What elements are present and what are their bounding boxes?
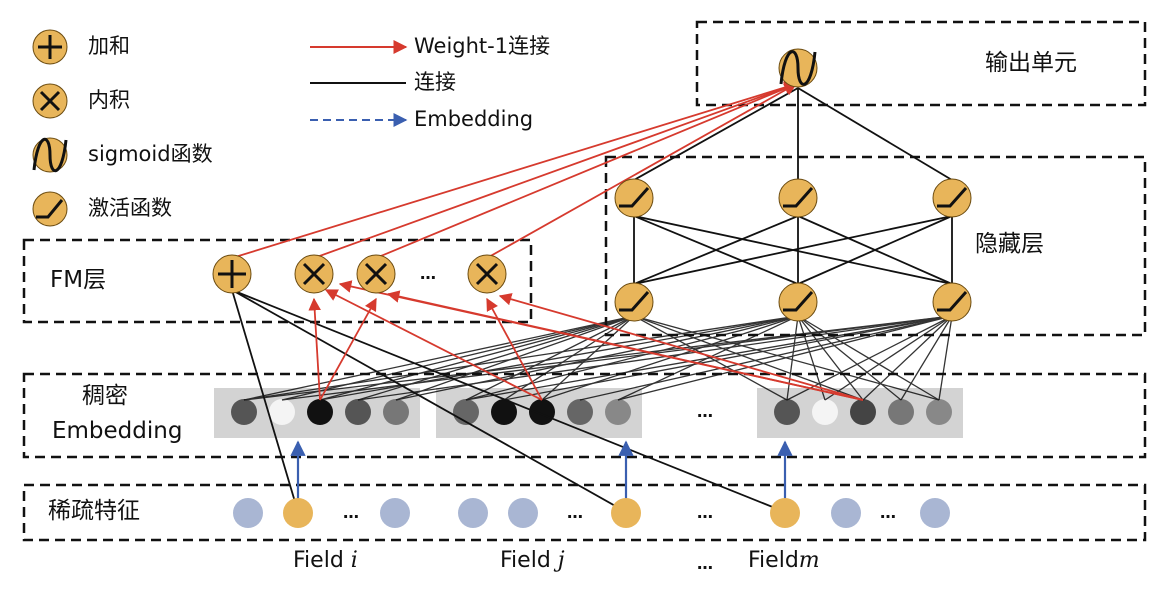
embedding-unit bbox=[345, 399, 371, 425]
embedding-unit bbox=[850, 399, 876, 425]
legend-activation-label: 激活函数 bbox=[88, 196, 172, 220]
sigmoid-icon bbox=[32, 137, 68, 173]
output-node bbox=[778, 48, 818, 88]
activation-icon bbox=[783, 291, 814, 312]
hidden-node bbox=[932, 178, 972, 218]
embedding-unit bbox=[231, 399, 257, 425]
sparse-ellipsis: … bbox=[567, 503, 583, 522]
field-ellipsis: … bbox=[697, 554, 713, 573]
field-prefix: Field bbox=[293, 548, 344, 573]
legend-add-label: 加和 bbox=[88, 34, 130, 58]
hidden-node bbox=[932, 282, 972, 322]
embedding-unit bbox=[888, 399, 914, 425]
sparse-feature bbox=[508, 498, 538, 528]
sparse-feature bbox=[380, 498, 410, 528]
sigmoid-icon bbox=[779, 50, 817, 86]
hidden-node bbox=[614, 178, 654, 218]
add-icon bbox=[38, 35, 62, 59]
sparse-ellipsis: … bbox=[343, 503, 359, 522]
sparse-nodes bbox=[233, 498, 950, 528]
embedding-unit bbox=[307, 399, 333, 425]
dense-label-line1: 稠密 bbox=[82, 383, 128, 409]
sparse-feature-active bbox=[770, 498, 800, 528]
field-index: j bbox=[557, 548, 565, 573]
field-prefix: Field bbox=[500, 548, 551, 573]
hidden-node bbox=[614, 282, 654, 322]
legend-connection-label: 连接 bbox=[414, 70, 456, 94]
add-icon bbox=[218, 260, 246, 288]
embedding-unit bbox=[605, 399, 631, 425]
legend-sigmoid-label: sigmoid函数 bbox=[88, 142, 213, 166]
sparse-feature bbox=[920, 498, 950, 528]
fm-layer-label: FM层 bbox=[50, 267, 107, 293]
legend-embedding-label: Embedding bbox=[414, 107, 534, 131]
embedding-unit bbox=[383, 399, 409, 425]
embedding-unit bbox=[269, 399, 295, 425]
fm-inner-product-node bbox=[467, 254, 507, 294]
activation-icon bbox=[783, 187, 814, 208]
hidden-node bbox=[778, 282, 818, 322]
weight1-connections bbox=[231, 81, 864, 401]
embedding-ellipsis: … bbox=[697, 402, 713, 421]
field-prefix: Field bbox=[748, 548, 799, 573]
legend-inner-product-label: 内积 bbox=[88, 88, 130, 112]
field-index: m bbox=[798, 548, 820, 573]
inner-product-icon bbox=[39, 90, 61, 112]
activation-icon bbox=[36, 199, 64, 219]
activation-icon bbox=[937, 291, 968, 312]
hidden-layer-box bbox=[604, 155, 1147, 337]
hidden-layer-label: 隐藏层 bbox=[975, 231, 1044, 257]
dense-embedding-box bbox=[22, 372, 1147, 459]
fm-nodes bbox=[212, 254, 507, 294]
embedding-unit bbox=[926, 399, 952, 425]
dense-label-line2: Embedding bbox=[52, 418, 183, 444]
hidden-layer-connections bbox=[633, 215, 953, 285]
embedding-unit bbox=[812, 399, 838, 425]
field-index: i bbox=[350, 548, 358, 573]
sparse-feature bbox=[831, 498, 861, 528]
activation-icon bbox=[619, 291, 650, 312]
sparse-feature-label: 稀疏特征 bbox=[48, 498, 140, 524]
inner-product-icon bbox=[302, 262, 326, 286]
fm-ellipsis: … bbox=[420, 264, 436, 283]
sparse-ellipsis: … bbox=[697, 503, 713, 522]
sparse-feature-active bbox=[283, 498, 313, 528]
activation-icon bbox=[619, 187, 650, 208]
embedding-unit bbox=[491, 399, 517, 425]
legend bbox=[32, 29, 408, 227]
sparse-feature-box bbox=[22, 483, 1147, 542]
embedding-arrows bbox=[290, 440, 793, 500]
embedding-unit bbox=[529, 399, 555, 425]
inner-product-icon bbox=[475, 262, 499, 286]
hidden-node bbox=[778, 178, 818, 218]
sparse-feature-active bbox=[611, 498, 641, 528]
sparse-to-add-connections bbox=[231, 289, 786, 513]
activation-icon bbox=[937, 187, 968, 208]
hidden-to-output-connections bbox=[633, 87, 953, 181]
field-j-label: Field j bbox=[500, 550, 565, 572]
fm-add-node bbox=[212, 254, 252, 294]
field-i-label: Field i bbox=[293, 550, 358, 572]
field-m-label: Fieldm bbox=[748, 550, 820, 572]
embedding-unit bbox=[774, 399, 800, 425]
sparse-feature bbox=[233, 498, 263, 528]
inner-product-icon bbox=[364, 262, 388, 286]
sparse-ellipsis: … bbox=[880, 503, 896, 522]
embedding-to-hidden-connections bbox=[243, 315, 953, 401]
hidden-nodes bbox=[614, 178, 972, 322]
embedding-unit bbox=[567, 399, 593, 425]
output-unit-box bbox=[695, 20, 1147, 107]
fm-layer-box bbox=[22, 238, 533, 324]
output-unit-label: 输出单元 bbox=[985, 50, 1077, 76]
fm-inner-product-node bbox=[356, 254, 396, 294]
sparse-feature bbox=[458, 498, 488, 528]
fm-inner-product-node bbox=[294, 254, 334, 294]
legend-weight1-label: Weight-1连接 bbox=[414, 34, 551, 58]
